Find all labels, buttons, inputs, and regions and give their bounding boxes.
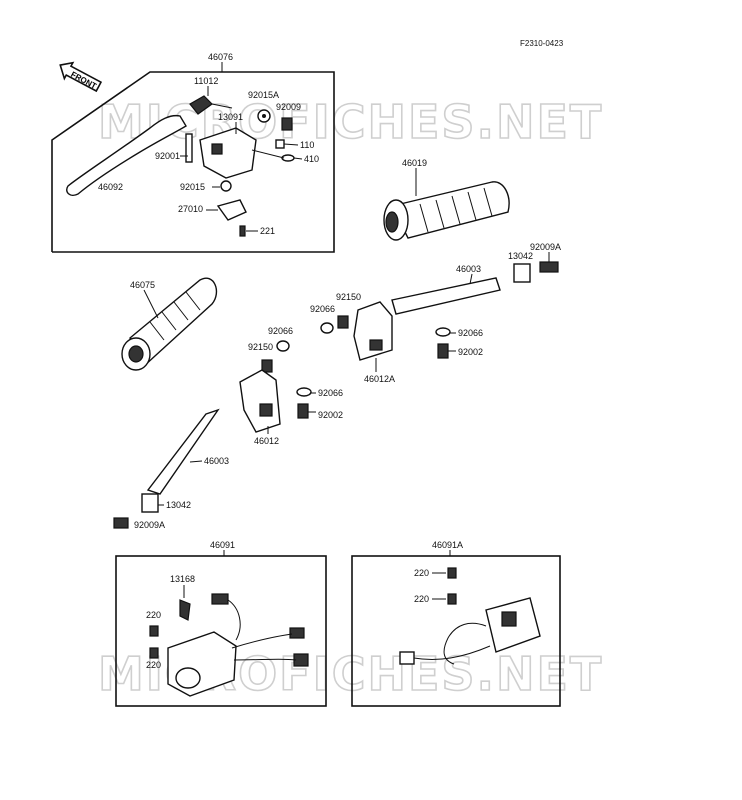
connector-left-b: [289, 627, 305, 639]
lever-assembly-box: [51, 71, 335, 253]
label-13168: 13168: [170, 574, 195, 584]
front-arrow-icon: FRONT: [59, 61, 103, 93]
label-92015: 92015: [180, 182, 205, 192]
left-handlebar: 92066 92150 46012 92066 92002 46003 1304…: [113, 326, 343, 530]
right-switch-box: [351, 555, 561, 707]
bar-holder-left: [239, 369, 281, 433]
label-13042-right: 13042: [508, 251, 533, 261]
screw-220-a: [149, 625, 159, 637]
grip-body: [390, 181, 510, 239]
label-46003-right: 46003: [456, 264, 481, 274]
label-220-b: 220: [146, 660, 161, 670]
nut-92066-left-a: [276, 340, 290, 352]
screw-221: [239, 225, 246, 237]
label-92066-left-a: 92066: [268, 326, 293, 336]
lever-blade: [66, 114, 187, 196]
bolt-92150-left: [261, 359, 273, 373]
bolt-92150-right: [337, 315, 349, 329]
screw-92009A-right: [539, 261, 559, 273]
right-handlebar: 46003 13042 92009A 46012A 92150 92066 92…: [310, 242, 561, 384]
switch-27010: [216, 199, 247, 221]
connector-right: [399, 651, 415, 665]
bolt-92002-right: [437, 343, 449, 359]
screw-92009: [281, 117, 293, 131]
label-46092: 46092: [98, 182, 123, 192]
label-92066-right-b: 92066: [458, 328, 483, 338]
label-92009: 92009: [276, 102, 301, 112]
label-220-d: 220: [414, 594, 429, 604]
label-92150-left: 92150: [248, 342, 273, 352]
watermark-top: MICROFICHES.NET: [98, 95, 603, 149]
label-92015A: 92015A: [248, 90, 279, 100]
label-11012: 11012: [194, 76, 218, 86]
label-92002-left: 92002: [318, 410, 343, 420]
clamp-13168: [179, 599, 191, 621]
weight-13042-right: [513, 263, 531, 283]
screw-220-c: [447, 567, 457, 579]
weight-13042-left: [141, 493, 159, 513]
washer-92066-right-b: [435, 327, 451, 337]
label-220-c: 220: [414, 568, 429, 578]
bar-tube-left: [146, 408, 220, 495]
left-switch-group: 46091 13168 220 220: [115, 540, 327, 707]
bar-holder-right: [353, 301, 393, 361]
label-46019: 46019: [402, 158, 427, 168]
nut-92066-right-a: [320, 322, 334, 334]
label-46076: 46076: [208, 52, 233, 62]
bolt-92002-left: [297, 403, 309, 419]
label-46003-left: 46003: [204, 456, 229, 466]
left-grip-body: [129, 277, 218, 368]
screw-220-d: [447, 593, 457, 605]
connector-left-a: [211, 593, 229, 605]
label-110: 110: [300, 140, 314, 150]
diagram-code: F2310-0423: [520, 39, 564, 48]
nut-92015: [220, 180, 232, 192]
lever-assembly-group: 46076 46092 92001 11012 92015A 92009 130…: [51, 52, 335, 253]
left-switch-box: [115, 555, 327, 707]
label-92066-right-a: 92066: [310, 304, 335, 314]
bar-tube-right: [391, 277, 501, 315]
label-92150-right: 92150: [336, 292, 361, 302]
pivot-bolt: [185, 133, 193, 163]
label-46091A: 46091A: [432, 540, 463, 550]
connector-left-c: [293, 653, 309, 667]
left-grip: 46075: [121, 277, 218, 371]
label-46012A: 46012A: [364, 374, 395, 384]
holder-hole: [211, 143, 223, 155]
label-92009A-right: 92009A: [530, 242, 561, 252]
label-221: 221: [260, 226, 275, 236]
label-220-a: 220: [146, 610, 161, 620]
label-92066-left-b: 92066: [318, 388, 343, 398]
label-27010: 27010: [178, 204, 203, 214]
screw-220-b: [149, 647, 159, 659]
label-46091: 46091: [210, 540, 235, 550]
label-46012: 46012: [254, 436, 279, 446]
right-switch-group: 46091A 220 220: [351, 540, 561, 707]
bolt-110: [275, 139, 285, 149]
label-46075: 46075: [130, 280, 155, 290]
label-92001: 92001: [155, 151, 180, 161]
label-410: 410: [304, 154, 319, 164]
label-13091: 13091: [218, 112, 243, 122]
throttle-grip: 46019: [383, 158, 510, 241]
label-92009A-left: 92009A: [134, 520, 165, 530]
label-13042-left: 13042: [166, 500, 191, 510]
label-92002-right: 92002: [458, 347, 483, 357]
washer-92066-left-b: [296, 387, 312, 397]
screw-92009A-left: [113, 517, 129, 529]
